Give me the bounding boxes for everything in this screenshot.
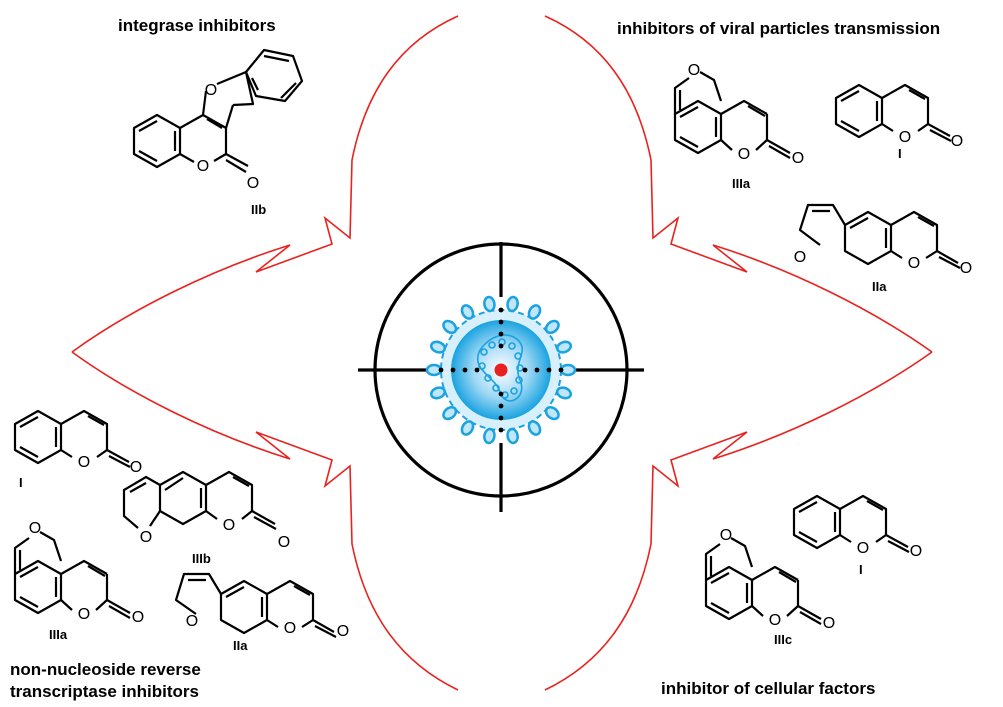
compound-label: I (898, 146, 902, 161)
virus-spike (506, 427, 519, 445)
compound-label: IIa (872, 279, 887, 294)
structure-I-bottom (792, 494, 910, 553)
atom-o: O (738, 146, 750, 163)
virus-spike (483, 295, 496, 313)
atom-o: O (132, 609, 144, 626)
virus-spike (483, 427, 496, 445)
virus-spike (527, 420, 542, 436)
atom-o: O (284, 620, 296, 637)
atom-o: O (908, 255, 920, 272)
atom-o: O (794, 249, 806, 266)
title-integrase-inhibitors: integrase inhibitors (118, 16, 276, 35)
atom-o: O (910, 543, 922, 560)
title-nnrti-line1: non-nucleoside reverse (10, 660, 201, 679)
atom-o: O (899, 129, 911, 146)
structure-IIIa-left (13, 531, 131, 619)
compound-label: IIb (251, 202, 267, 217)
atom-o: O (960, 260, 972, 277)
crosshair-dots (438, 307, 564, 433)
title-nnrti-line2: transcriptase inhibitors (10, 682, 199, 701)
compound-label: IIIa (49, 627, 68, 642)
virus-spike (555, 340, 573, 354)
virus-spikes (425, 295, 577, 445)
atom-o: O (337, 623, 349, 640)
title-cellular-factors: inhibitor of cellular factors (661, 679, 876, 698)
curved-arrow-icon-bottom-left (71, 351, 459, 691)
virus-spike (442, 319, 458, 335)
compound-label: IIIb (192, 551, 211, 566)
structure-I-top (834, 83, 952, 142)
atom-o: O (140, 529, 152, 546)
title-transmission-inhibitors: inhibitors of viral particles transmissi… (617, 19, 941, 38)
atom-o: O (688, 62, 700, 79)
atom-o: O (769, 612, 781, 629)
structure-IIa-right (798, 203, 961, 269)
virus-spike (527, 304, 542, 320)
atom-o: O (857, 540, 869, 557)
virus-spike (442, 405, 458, 421)
compound-label: IIIa (732, 176, 751, 191)
structure-IIIb (122, 470, 277, 530)
atom-o: O (197, 158, 209, 175)
atom-o: O (130, 459, 142, 476)
compound-label: IIa (233, 638, 248, 653)
atom-o: O (951, 133, 963, 150)
virus-spike (429, 386, 447, 400)
virus-spike (544, 405, 560, 421)
atom-o: O (247, 175, 259, 192)
atom-o: O (720, 527, 732, 544)
chemical-structures (13, 48, 961, 638)
atom-o: O (205, 82, 217, 99)
structure-IIIc (704, 537, 822, 625)
virus-spike (544, 319, 560, 335)
compound-label: IIIc (774, 632, 793, 647)
target-center-dot (494, 363, 508, 377)
atom-o: O (78, 606, 90, 623)
virus-spike (506, 295, 519, 313)
atom-o: O (792, 150, 804, 167)
structure-IIa-left (174, 572, 337, 638)
atom-o: O (186, 613, 198, 630)
target-crosshair-virus-icon (358, 242, 644, 512)
atom-o: O (223, 517, 235, 534)
atom-o: O (78, 454, 90, 471)
atom-o: O (29, 520, 41, 537)
atom-o: O (823, 615, 835, 632)
curved-arrow-icon-top-left (71, 15, 459, 353)
compound-label: I (19, 475, 23, 490)
curved-arrow-icon-top-right (544, 15, 933, 353)
structure-I-left (13, 409, 131, 468)
structure-IIIa-top (673, 71, 791, 159)
curved-arrow-icon-bottom-right (544, 351, 933, 691)
virus-spike (460, 420, 475, 436)
curved-arrows (71, 15, 933, 691)
compound-label: I (859, 562, 863, 577)
virus-spike (429, 340, 447, 354)
virus-spike (555, 386, 573, 400)
atom-o: O (278, 534, 290, 551)
virus-spike (460, 304, 475, 320)
structure-IIb (132, 48, 304, 173)
oxygen-labels: O O O O O O O O O O O O O O O O O O O O … (29, 62, 972, 640)
